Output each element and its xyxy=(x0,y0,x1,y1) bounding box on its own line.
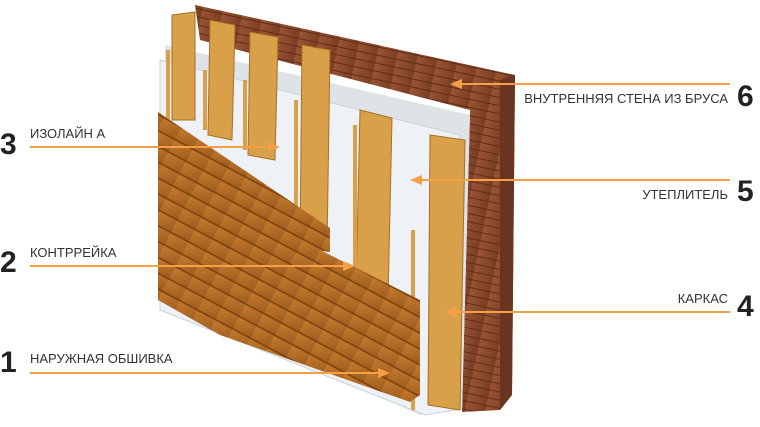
leader-lines xyxy=(30,79,730,378)
layer-label-5: УТЕПЛИТЕЛЬ xyxy=(642,187,728,202)
layer-number-3: 3 xyxy=(0,128,17,161)
layer-number-1: 1 xyxy=(0,346,17,379)
inner-wall-side xyxy=(500,75,515,410)
outer-cladding xyxy=(158,140,420,402)
layer-number-2: 2 xyxy=(0,246,17,279)
layer-label-6: ВНУТРЕННЯЯ СТЕНА ИЗ БРУСА xyxy=(524,91,728,106)
frame-studs xyxy=(171,11,466,411)
layer-label-4: КАРКАС xyxy=(677,291,728,306)
layer-number-4: 4 xyxy=(737,290,754,323)
layer-label-1: НАРУЖНАЯ ОБШИВКА xyxy=(30,351,173,366)
layer-number-5: 5 xyxy=(737,175,754,208)
layer-label-3: ИЗОЛАЙН А xyxy=(30,126,106,141)
layer-label-2: КОНТРРЕЙКА xyxy=(30,245,117,260)
layer-number-6: 6 xyxy=(737,80,754,113)
